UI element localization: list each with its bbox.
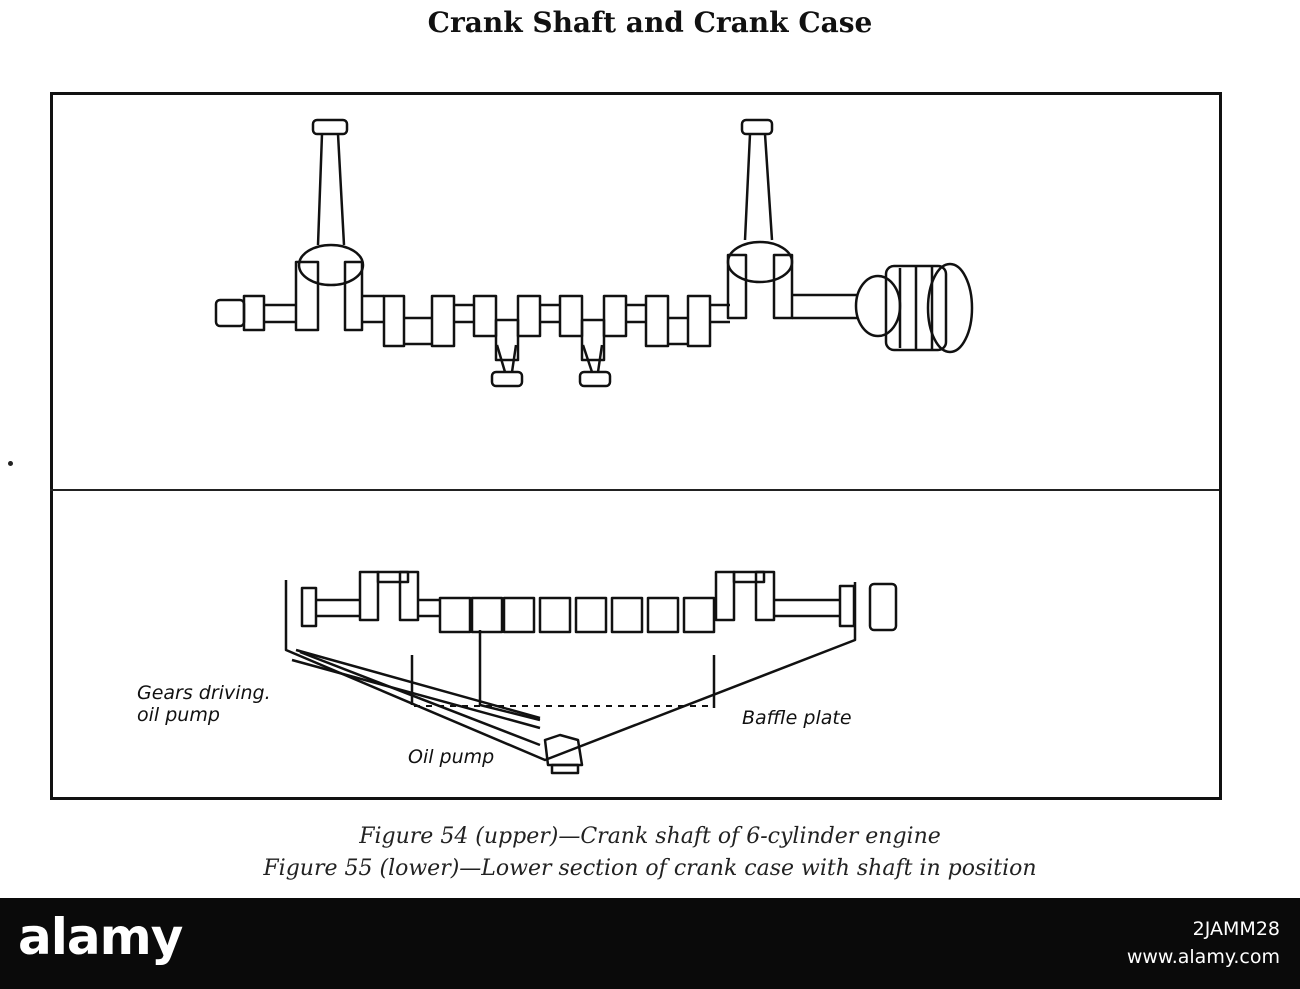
label-oil-pump: Oil pump: [408, 746, 495, 768]
image-id: 2JAMM28: [1192, 918, 1280, 940]
stray-mark: [8, 461, 13, 466]
watermark-footer: alamy 2JAMM28 www.alamy.com: [0, 898, 1300, 989]
caption-figure-55: Figure 55 (lower)—Lower section of crank…: [263, 856, 1037, 881]
label-baffle-plate: Baffle plate: [742, 707, 852, 729]
label-gears-driving-oil-pump: Gears driving. oil pump: [137, 682, 271, 726]
figure-divider: [50, 489, 1219, 491]
alamy-logo: alamy: [18, 908, 183, 966]
page-title: Crank Shaft and Crank Case: [427, 6, 873, 39]
caption-figure-54: Figure 54 (upper)—Crank shaft of 6-cylin…: [359, 824, 941, 849]
figure-frame: [50, 92, 1222, 800]
site-url: www.alamy.com: [1126, 946, 1280, 968]
